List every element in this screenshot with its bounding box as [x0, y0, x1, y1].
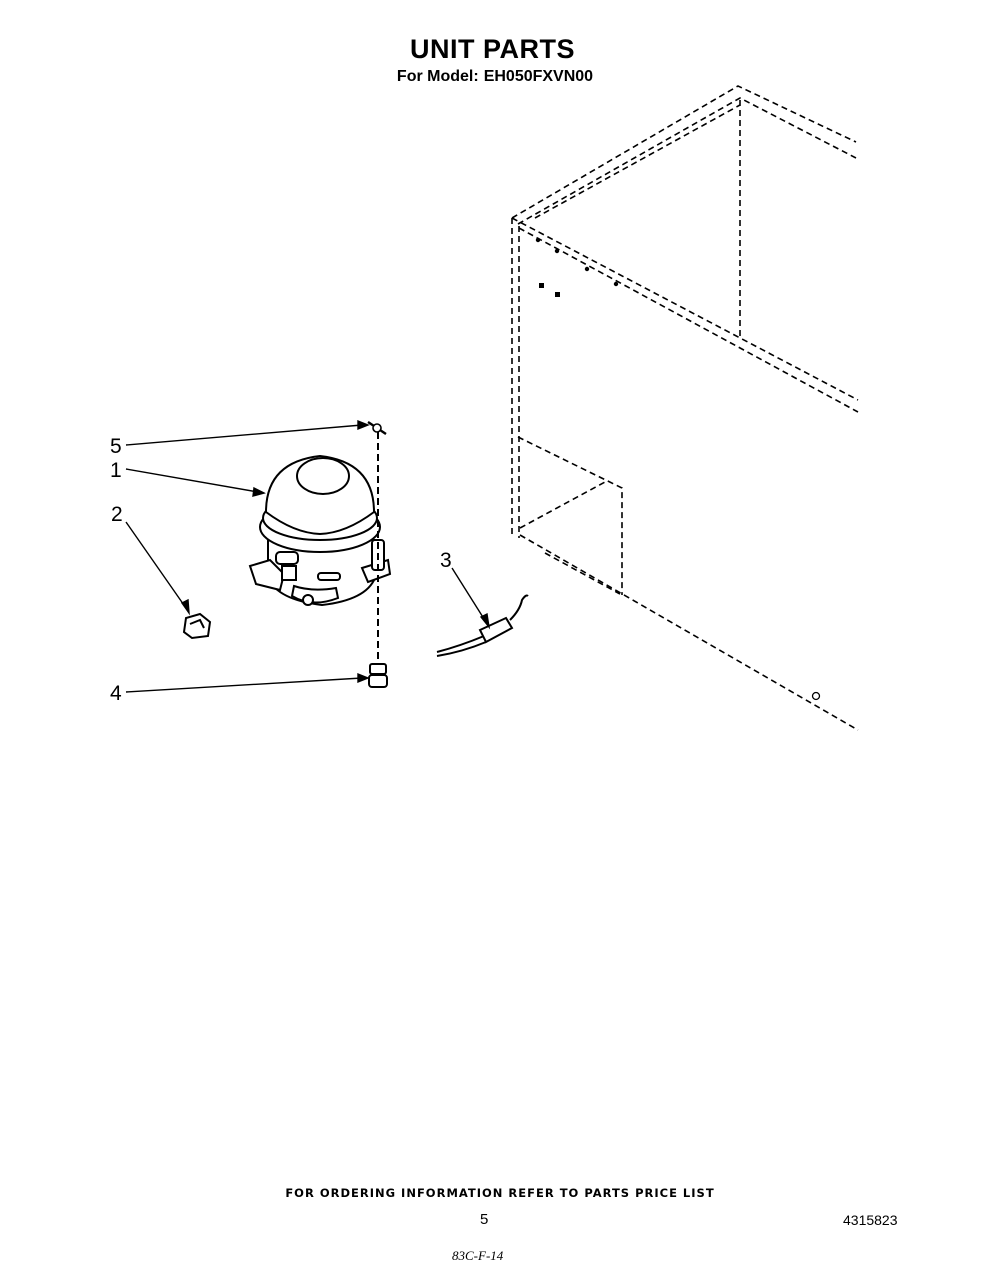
page-number: 5 [480, 1211, 489, 1228]
callout-3: 3 [440, 549, 452, 572]
grommet [182, 612, 212, 640]
compressor [248, 454, 392, 607]
callout-5: 5 [110, 435, 122, 458]
wire-sensor [436, 594, 529, 657]
model-number: EH050FXVN00 [483, 68, 594, 85]
callout-2: 2 [111, 503, 123, 526]
model-line: For Model:EH050FXVN00 [0, 68, 985, 86]
handwritten-code: 83C-F-14 [452, 1248, 504, 1263]
ordering-note: FOR ORDERING INFORMATION REFER TO PARTS … [285, 1186, 715, 1200]
cabinet-holes [535, 237, 619, 297]
cabinet-outline [511, 85, 859, 731]
leader-lines [125, 419, 491, 693]
callout-1: 1 [110, 459, 122, 482]
mounting-bolt [367, 421, 388, 688]
document-number: 4315823 [843, 1212, 898, 1228]
cabinet-screw-hole [811, 691, 821, 701]
callout-4: 4 [110, 682, 122, 705]
model-label: For Model: [396, 68, 479, 85]
page-title: UNIT PARTS [410, 34, 575, 64]
